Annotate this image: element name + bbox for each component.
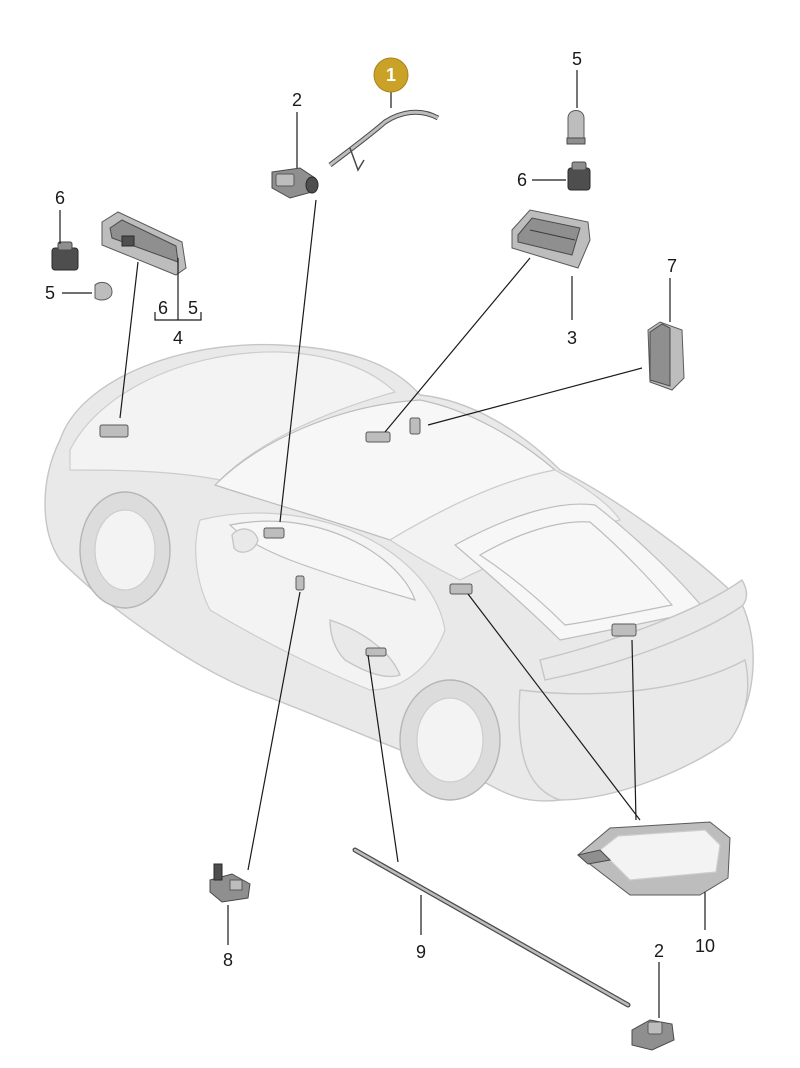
part-5-bulb-right	[566, 110, 586, 145]
callout-4[interactable]: 4	[173, 328, 183, 348]
callout-2-upper[interactable]: 2	[292, 90, 302, 110]
leader-lines	[59, 70, 706, 1018]
callout-3[interactable]: 3	[567, 328, 577, 348]
callout-9[interactable]: 9	[416, 942, 426, 962]
callout-10[interactable]: 10	[695, 936, 715, 956]
callout-8[interactable]: 8	[223, 950, 233, 970]
part-5-bulb-left	[94, 281, 113, 301]
part-9-light-strip	[352, 847, 631, 1008]
callout-6-right[interactable]: 6	[517, 170, 527, 190]
part-3-light-housing	[511, 209, 591, 269]
part-1-wire	[328, 109, 440, 172]
part-6-socket-left	[51, 241, 79, 271]
part-7-control-module	[647, 321, 685, 391]
callout-6-sub[interactable]: 6	[158, 298, 168, 318]
callout-1-highlight-badge[interactable]	[373, 57, 409, 93]
car-illustration	[44, 343, 754, 802]
callout-6-left[interactable]: 6	[55, 188, 65, 208]
car-mounted-components	[99, 417, 637, 657]
part-10-rear-lamp	[576, 821, 731, 896]
part-2-switch-upper	[271, 167, 319, 199]
callout-2-lower[interactable]: 2	[654, 941, 664, 961]
part-2-switch-lower	[631, 1019, 675, 1051]
callout-5-left[interactable]: 5	[45, 283, 55, 303]
callouts: 1 2 5 6 6 5 6 5 4 3 7 10 9 8 2	[45, 49, 715, 970]
callout-7[interactable]: 7	[667, 256, 677, 276]
part-4-light-housing	[101, 211, 187, 276]
callout-5-sub[interactable]: 5	[188, 298, 198, 318]
part-6-socket-right	[567, 161, 591, 191]
callout-5-top-right[interactable]: 5	[572, 49, 582, 69]
part-8-contact-switch	[209, 863, 251, 903]
callout-1[interactable]: 1	[386, 65, 396, 85]
